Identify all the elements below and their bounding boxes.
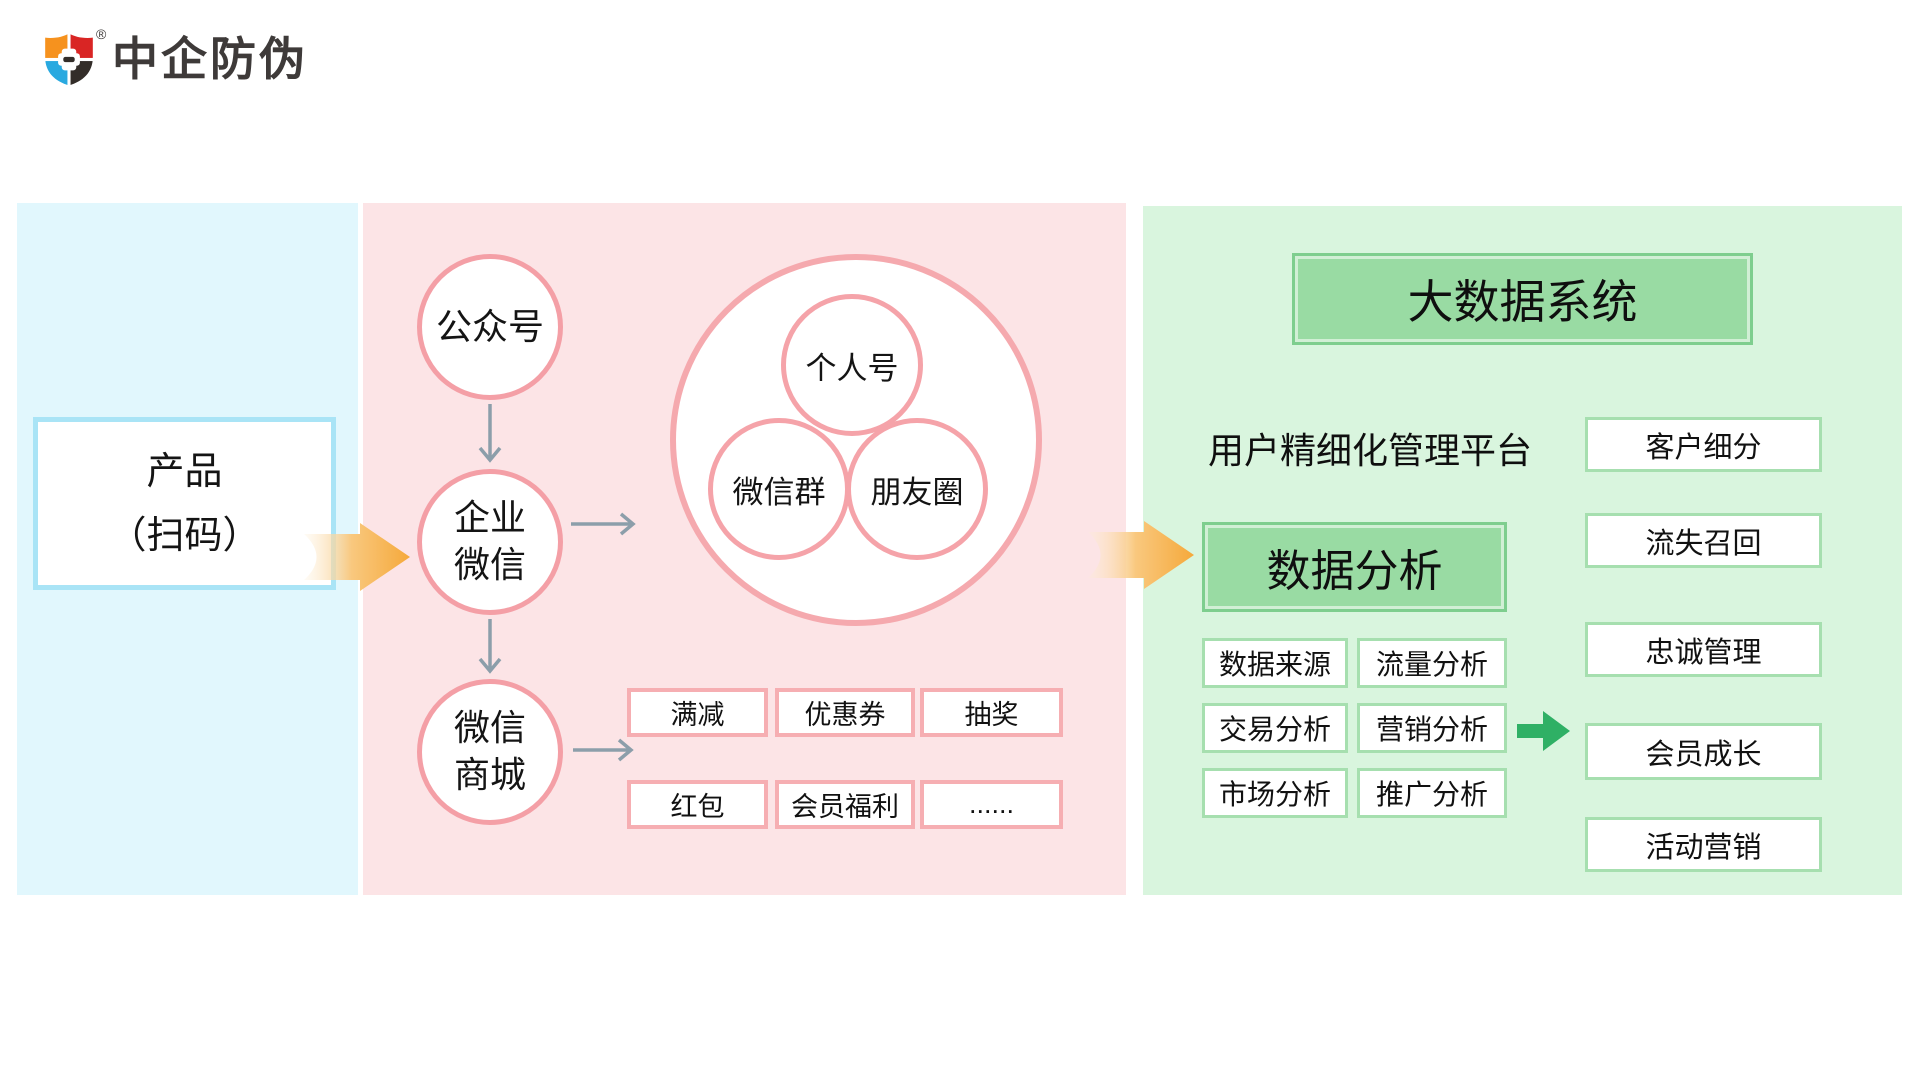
- data-analysis-box: 数据分析: [1202, 522, 1507, 612]
- green-arrow-right-icon: [1515, 707, 1572, 759]
- promo-label: ......: [968, 789, 1014, 819]
- gray-arrow-down-icon: [478, 404, 502, 471]
- outcome-box-event-marketing: 活动营销: [1585, 817, 1822, 872]
- analysis-label: 推广分析: [1375, 779, 1488, 810]
- orange-arrow-product-to-wechat-icon: [302, 522, 412, 597]
- gray-arrow-right-icon: [571, 512, 639, 541]
- outcome-label: 流失召回: [1645, 527, 1762, 560]
- enterprise-wechat-line1: 企业: [453, 497, 526, 539]
- shield-icon: [45, 33, 93, 86]
- analysis-label: 交易分析: [1218, 714, 1331, 745]
- analysis-box-promotion: 推广分析: [1357, 768, 1507, 818]
- registered-mark: ®: [96, 26, 107, 42]
- wechat-mall-line2: 商城: [453, 754, 526, 795]
- outcome-box-customer-segmentation: 客户细分: [1585, 417, 1822, 472]
- analysis-label: 数据来源: [1218, 649, 1331, 680]
- outcome-label: 忠诚管理: [1645, 636, 1762, 669]
- official-account-label: 公众号: [435, 305, 544, 347]
- node-wechat-mall: 微信 商城: [417, 679, 563, 825]
- outcome-box-loyalty-management: 忠诚管理: [1585, 622, 1822, 677]
- promo-label: 优惠券: [804, 700, 886, 730]
- analysis-label: 市场分析: [1218, 779, 1331, 810]
- wechat-mall-line1: 微信: [453, 707, 526, 749]
- analysis-box-data-source: 数据来源: [1202, 638, 1348, 688]
- outcome-box-churn-recall: 流失召回: [1585, 513, 1822, 568]
- node-official-account: 公众号: [417, 254, 563, 400]
- promo-box-lottery: 抽奖: [920, 688, 1063, 737]
- wechat-group-label: 微信群: [732, 474, 826, 510]
- promo-label: 红包: [670, 792, 725, 822]
- bigdata-title: 大数据系统: [1407, 276, 1638, 328]
- bigdata-title-box: 大数据系统: [1292, 253, 1753, 345]
- product-line2: （扫码）: [108, 514, 261, 557]
- analysis-box-market: 市场分析: [1202, 768, 1348, 818]
- product-scan-box: 产品 （扫码）: [33, 417, 336, 590]
- brand-title: 中企防伪: [112, 33, 308, 85]
- promo-label: 会员福利: [791, 792, 899, 822]
- analysis-box-traffic: 流量分析: [1357, 638, 1507, 688]
- promo-box-more: ......: [920, 780, 1063, 829]
- promo-box-coupon: 优惠券: [775, 688, 915, 737]
- promo-label: 抽奖: [964, 700, 1019, 730]
- moments-label: 朋友圈: [870, 474, 964, 510]
- brand-logo: [43, 33, 95, 86]
- analysis-box-marketing: 营销分析: [1357, 703, 1507, 753]
- promo-box-full-reduction: 满减: [627, 688, 768, 737]
- outcome-label: 客户细分: [1645, 431, 1762, 464]
- venn-wechat-group: 微信群: [708, 418, 850, 560]
- analysis-label: 流量分析: [1375, 649, 1488, 680]
- venn-moments: 朋友圈: [846, 418, 988, 560]
- enterprise-wechat-line2: 微信: [453, 544, 526, 585]
- outcome-box-member-growth: 会员成长: [1585, 723, 1822, 780]
- analysis-label: 营销分析: [1375, 714, 1488, 745]
- node-enterprise-wechat: 企业 微信: [417, 469, 563, 615]
- gray-arrow-right-icon: [573, 738, 637, 767]
- promo-label: 满减: [670, 700, 725, 730]
- promo-box-red-packet: 红包: [627, 780, 768, 829]
- gray-arrow-down-icon: [478, 619, 502, 682]
- data-analysis-label: 数据分析: [1266, 547, 1443, 596]
- venn-personal-account: 个人号: [781, 294, 923, 436]
- platform-label: 用户精细化管理平台: [1207, 430, 1532, 471]
- analysis-box-transaction: 交易分析: [1202, 703, 1348, 753]
- orange-arrow-wechat-to-bigdata-icon: [1086, 520, 1196, 595]
- personal-account-label: 个人号: [805, 350, 899, 386]
- outcome-label: 会员成长: [1645, 738, 1762, 771]
- outcome-label: 活动营销: [1645, 831, 1762, 864]
- product-line1: 产品: [146, 450, 223, 493]
- promo-box-member-benefit: 会员福利: [775, 780, 915, 829]
